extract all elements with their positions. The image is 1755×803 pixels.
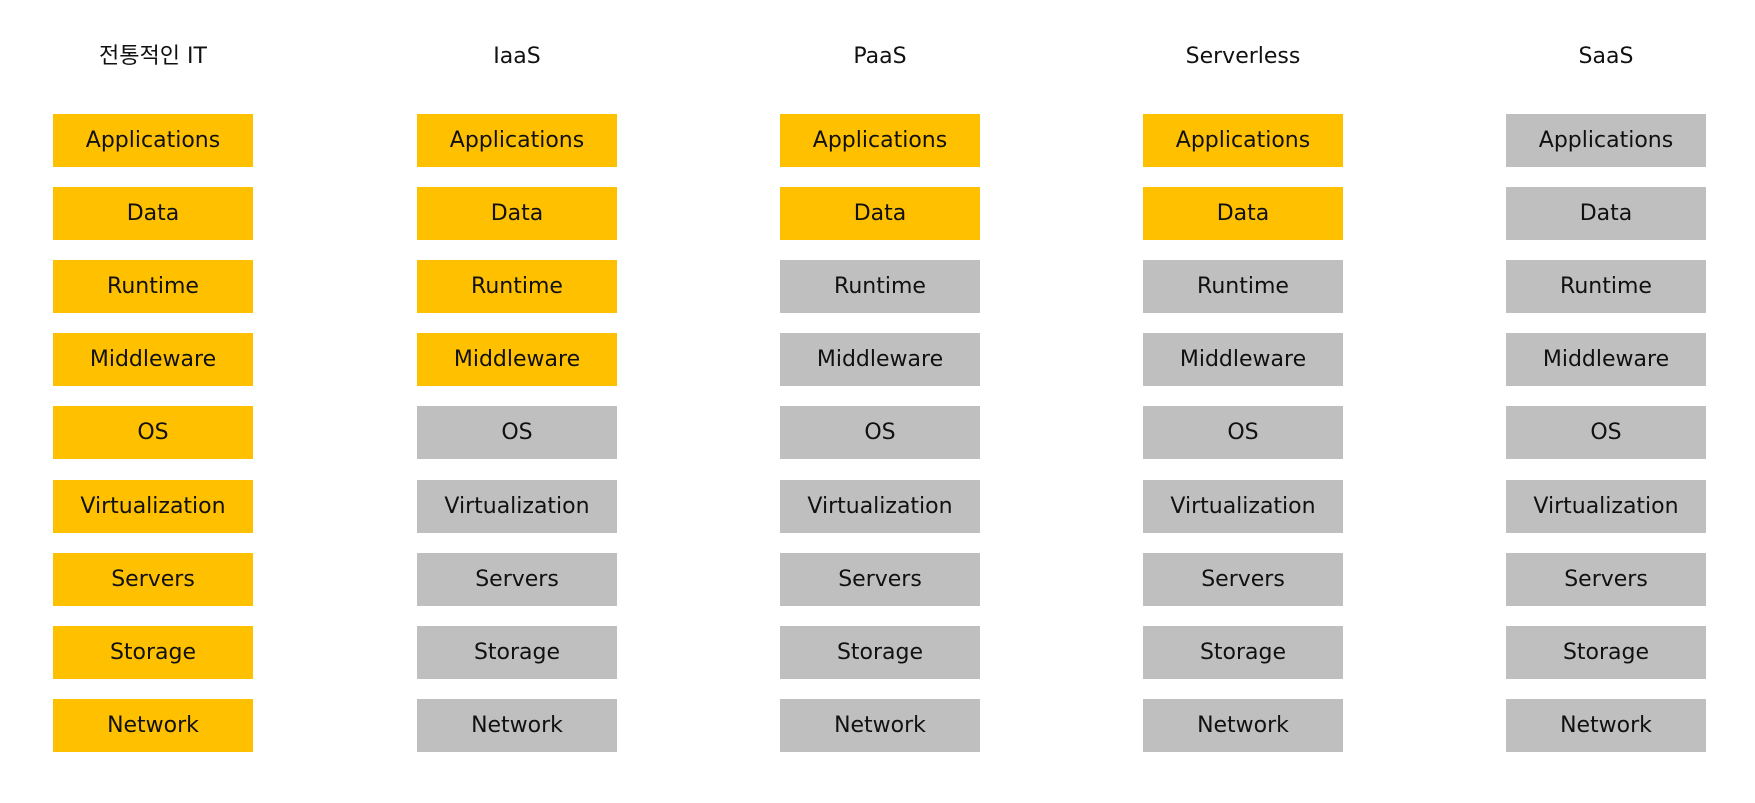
layer-box-storage: Storage [1506,626,1706,679]
layer-box-runtime: Runtime [1506,260,1706,313]
layer-box-network: Network [1143,699,1343,752]
layer-box-data: Data [780,187,980,240]
layer-box-storage: Storage [417,626,617,679]
layer-box-servers: Servers [1143,553,1343,606]
layer-box-middleware: Middleware [780,333,980,386]
layer-box-os: OS [1143,406,1343,459]
layer-box-data: Data [1506,187,1706,240]
column-title: Serverless [1185,44,1301,69]
layer-box-os: OS [780,406,980,459]
layer-box-network: Network [53,699,253,752]
layer-box-virtualization: Virtualization [417,480,617,533]
layer-box-virtualization: Virtualization [53,480,253,533]
layer-box-applications: Applications [780,114,980,167]
layer-box-network: Network [417,699,617,752]
layer-box-middleware: Middleware [1506,333,1706,386]
layer-box-network: Network [780,699,980,752]
layer-box-servers: Servers [417,553,617,606]
layer-box-data: Data [1143,187,1343,240]
layer-box-virtualization: Virtualization [780,480,980,533]
layer-box-servers: Servers [1506,553,1706,606]
layer-box-runtime: Runtime [53,260,253,313]
layer-box-os: OS [1506,406,1706,459]
layer-box-applications: Applications [417,114,617,167]
layer-box-applications: Applications [1506,114,1706,167]
layer-box-servers: Servers [780,553,980,606]
layer-box-storage: Storage [1143,626,1343,679]
layer-box-applications: Applications [1143,114,1343,167]
layer-box-runtime: Runtime [780,260,980,313]
layer-box-runtime: Runtime [1143,260,1343,313]
layer-box-data: Data [53,187,253,240]
layer-box-applications: Applications [53,114,253,167]
layer-box-middleware: Middleware [417,333,617,386]
layer-box-storage: Storage [780,626,980,679]
layer-box-os: OS [53,406,253,459]
layer-box-network: Network [1506,699,1706,752]
layer-box-os: OS [417,406,617,459]
layer-box-data: Data [417,187,617,240]
layer-box-runtime: Runtime [417,260,617,313]
layer-box-storage: Storage [53,626,253,679]
layer-box-middleware: Middleware [1143,333,1343,386]
layer-box-virtualization: Virtualization [1506,480,1706,533]
layer-box-servers: Servers [53,553,253,606]
column-title: IaaS [493,44,541,69]
column-title: SaaS [1578,44,1634,69]
layer-box-middleware: Middleware [53,333,253,386]
column-title: PaaS [853,44,907,69]
layer-box-virtualization: Virtualization [1143,480,1343,533]
column-title: 전통적인 IT [99,44,207,69]
